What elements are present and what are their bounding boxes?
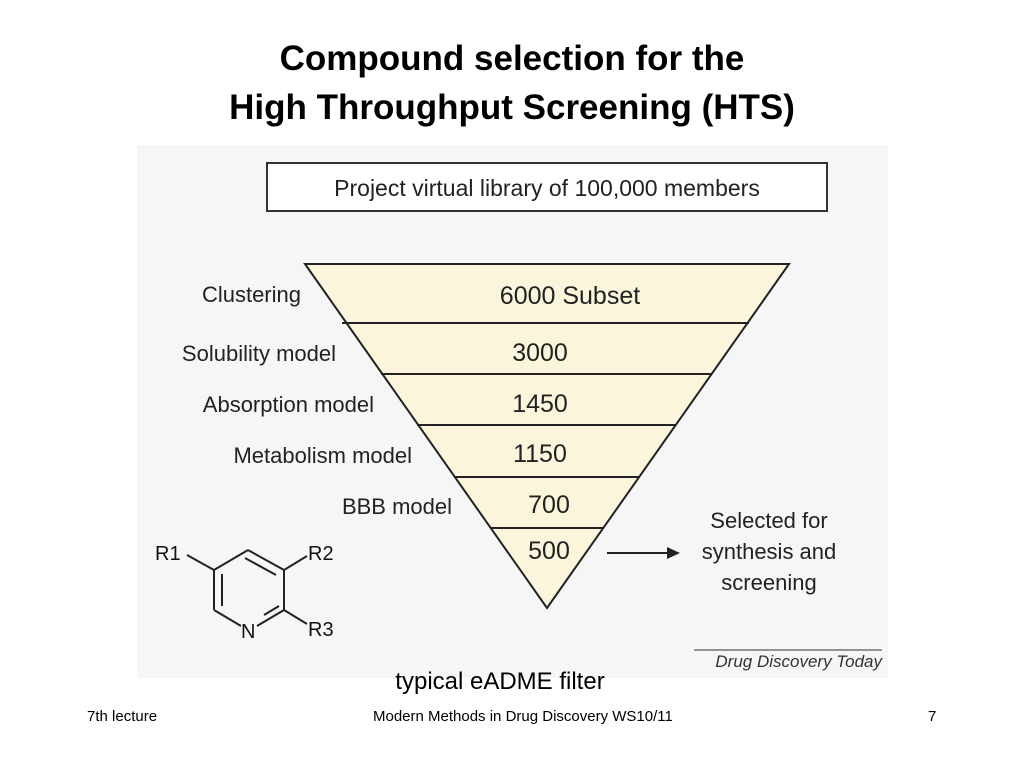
funnel-shape: [303, 263, 791, 610]
stage-label: Solubility model: [182, 341, 336, 366]
figure-caption: typical eADME filter: [395, 668, 605, 695]
pyridine-structure: [186, 549, 308, 627]
selected-text-line: screening: [721, 570, 816, 595]
stage-label: Metabolism model: [233, 443, 412, 468]
stage-count: 500: [528, 537, 570, 565]
slide-title-line-1: Compound selection for the: [279, 39, 745, 78]
footer-course: Modern Methods in Drug Discovery WS10/11: [373, 708, 673, 725]
slide-title-line-2: High Throughput Screening (HTS): [229, 88, 795, 127]
substituent-label: R3: [308, 619, 334, 641]
stage-count: 6000 Subset: [500, 282, 640, 310]
stage-count: 1150: [513, 440, 567, 468]
substituent-label: R1: [155, 543, 181, 565]
footer-lecture: 7th lecture: [87, 708, 158, 725]
stage-label: Clustering: [202, 282, 301, 307]
arrow-head-icon: [667, 547, 680, 559]
library-box-text: Project virtual library of 100,000 membe…: [334, 175, 760, 201]
library-box: [266, 162, 828, 212]
selected-text-line: Selected for: [710, 508, 827, 533]
footer-page-number: 7: [928, 708, 937, 725]
selected-text-line: synthesis and: [702, 539, 837, 564]
funnel-figure: Project virtual library of 100,000 membe…: [137, 145, 888, 678]
stage-count: 1450: [512, 390, 568, 418]
stage-count: 700: [528, 491, 570, 519]
substituent-label: R2: [308, 543, 334, 565]
stage-count: 3000: [512, 339, 568, 367]
source-credit: Drug Discovery Today: [715, 652, 883, 671]
funnel-diagram: Project virtual library of 100,000 membe…: [155, 162, 883, 671]
stage-label: BBB model: [342, 494, 452, 519]
nitrogen-label: N: [241, 621, 255, 643]
stage-label: Absorption model: [203, 392, 374, 417]
